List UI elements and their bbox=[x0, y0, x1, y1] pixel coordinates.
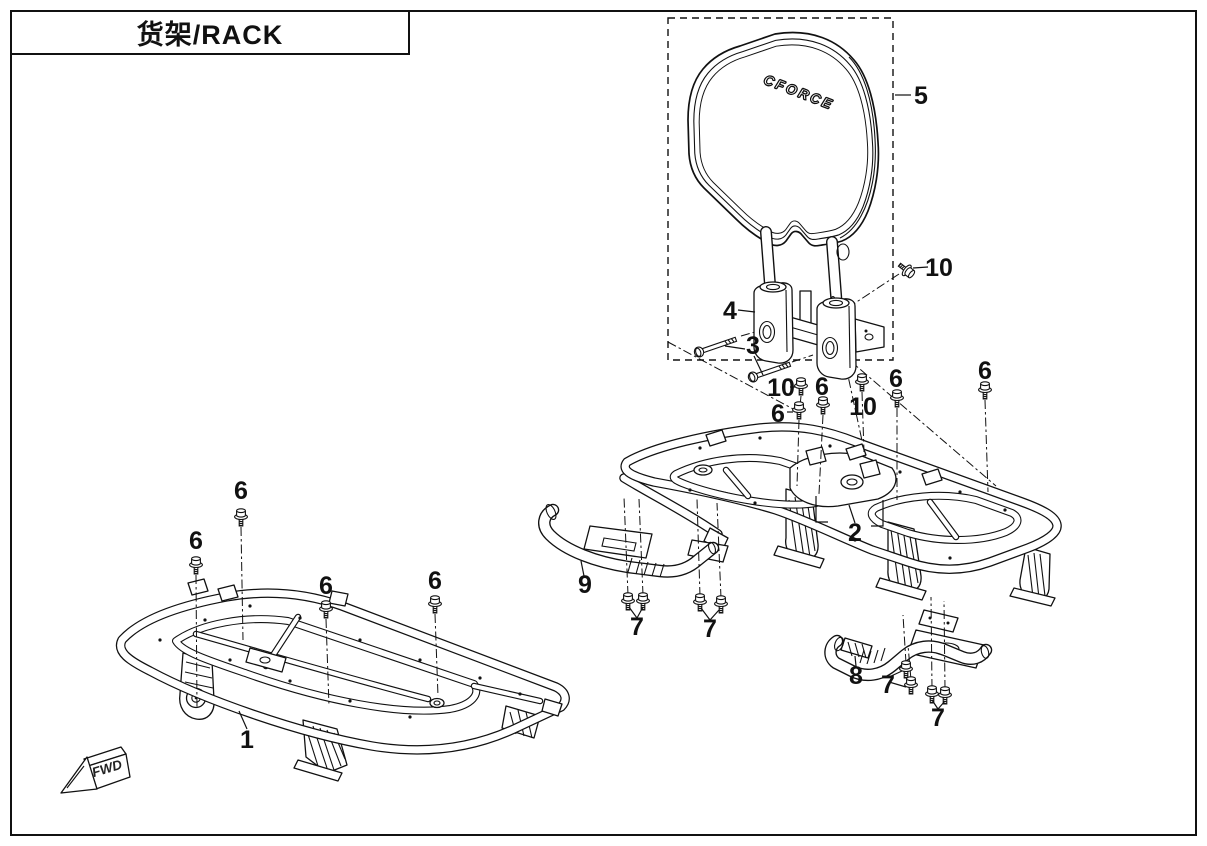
callout-7b: 7 bbox=[703, 615, 717, 643]
callout-leader-lines bbox=[238, 94, 946, 730]
fwd-arrow bbox=[60, 746, 131, 794]
callout-8: 8 bbox=[849, 662, 863, 690]
callout-1: 1 bbox=[240, 726, 254, 754]
callout-6f: 6 bbox=[815, 373, 829, 401]
callout-6h: 6 bbox=[978, 357, 992, 385]
callout-6d: 6 bbox=[428, 567, 442, 595]
callout-10a: 10 bbox=[925, 254, 953, 282]
callout-6g: 6 bbox=[889, 365, 903, 393]
callout-4: 4 bbox=[723, 297, 737, 325]
callout-5: 5 bbox=[914, 82, 928, 110]
backrest-cushion bbox=[687, 31, 880, 247]
callout-3: 3 bbox=[746, 332, 760, 360]
front-rack bbox=[115, 578, 570, 782]
rear-rack bbox=[619, 422, 1062, 607]
callout-6e: 6 bbox=[771, 400, 785, 428]
page-title: 货架/RACK bbox=[136, 20, 284, 50]
callout-7d: 7 bbox=[931, 704, 945, 732]
callout-6c: 6 bbox=[319, 572, 333, 600]
callout-10c: 10 bbox=[849, 393, 877, 421]
callout-2: 2 bbox=[848, 519, 862, 547]
callout-7a: 7 bbox=[630, 613, 644, 641]
grab-bar-right bbox=[824, 609, 993, 682]
backrest-assembly-box bbox=[667, 17, 894, 361]
title-box: 货架/RACK bbox=[10, 10, 410, 55]
grab-bar-left bbox=[538, 503, 729, 578]
callout-10b: 10 bbox=[767, 374, 795, 402]
callout-6b: 6 bbox=[189, 527, 203, 555]
callout-9: 9 bbox=[578, 571, 592, 599]
backrest-mount-bracket bbox=[753, 281, 885, 380]
callout-7c: 7 bbox=[881, 671, 895, 699]
callout-6a: 6 bbox=[234, 477, 248, 505]
